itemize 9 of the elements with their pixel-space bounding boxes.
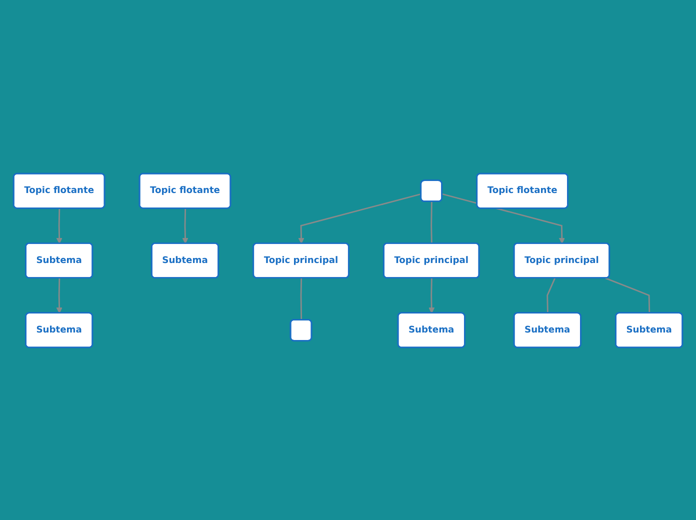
arrow: [298, 192, 422, 244]
connector: [430, 201, 432, 244]
connector: [300, 278, 302, 320]
arrow: [56, 278, 62, 313]
arrow: [182, 208, 188, 244]
arrow: [428, 278, 435, 313]
connector: [605, 277, 650, 313]
arrow: [56, 208, 62, 244]
connector: [546, 277, 556, 313]
